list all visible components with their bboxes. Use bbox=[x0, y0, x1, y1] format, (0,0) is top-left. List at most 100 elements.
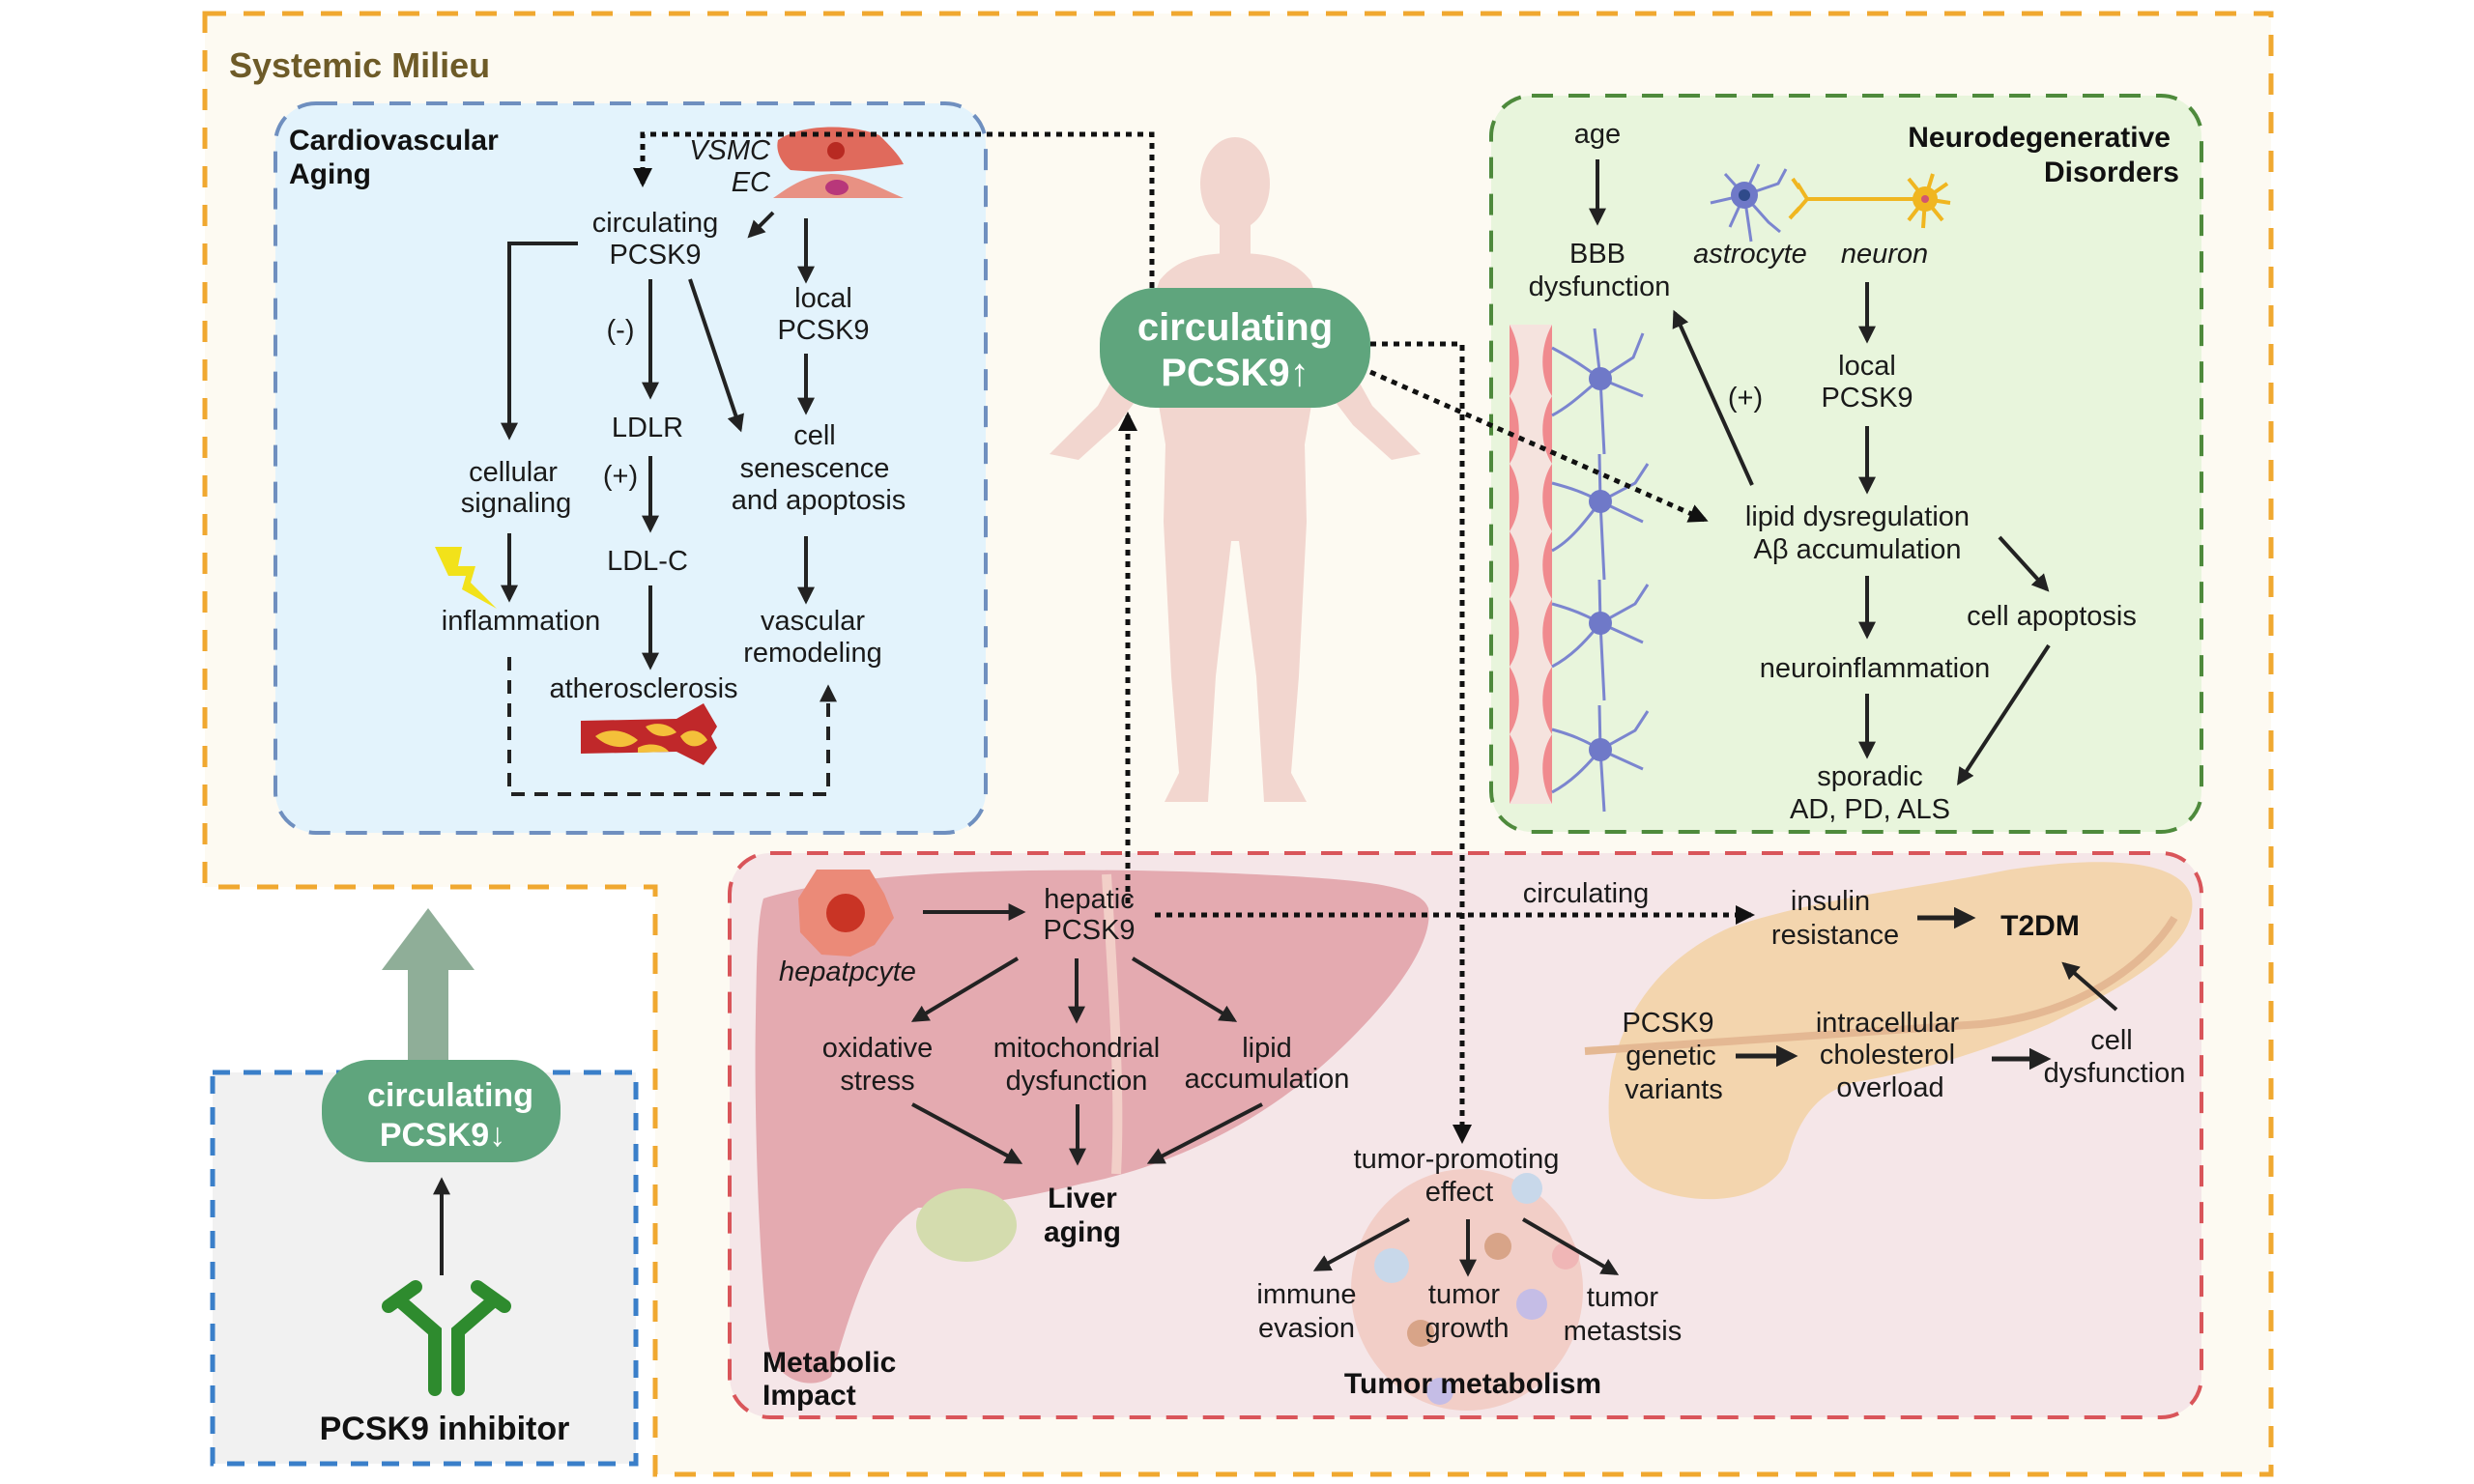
ec-to-circulating-arrow bbox=[747, 211, 775, 239]
minus-sign-label: (-) bbox=[607, 315, 635, 346]
cv-local-pcsk9-label: PCSK9 bbox=[777, 315, 869, 346]
celldys-dysfunction-label: dysfunction bbox=[2044, 1058, 2186, 1089]
pancreas-icon bbox=[1584, 862, 2193, 1200]
cell-apoptosis-label: cell apoptosis bbox=[1967, 601, 2137, 632]
mitochondrial-label: mitochondrial bbox=[993, 1033, 1160, 1064]
bbb-dysfunction-label: dysfunction bbox=[1529, 271, 1671, 302]
cv-circulating-label: circulating bbox=[592, 208, 719, 239]
astrocyte-cell-bodies bbox=[1589, 367, 1612, 761]
metabolic-impact-panel: hepatpcyte hepatic PCSK9 oxidative stres… bbox=[728, 851, 2203, 1419]
inhibitor-pill-pcsk9-down-label: PCSK9↓ bbox=[380, 1117, 505, 1154]
circulating-pcsk9-down-badge bbox=[322, 1060, 561, 1162]
liver-aging-label: aging bbox=[1044, 1216, 1121, 1248]
ec-cell-icon bbox=[773, 174, 904, 198]
senescence-label: senescence bbox=[740, 453, 890, 484]
liver-icon bbox=[755, 870, 1429, 1384]
neuroinflammation-label: neuroinflammation bbox=[1760, 653, 1991, 684]
variants-pcsk9-label: PCSK9 bbox=[1622, 1008, 1713, 1039]
pcsk9-inhibitor-label: PCSK9 inhibitor bbox=[320, 1411, 570, 1447]
resistance-label: resistance bbox=[1771, 920, 1899, 951]
atherosclerosis-label: atherosclerosis bbox=[549, 673, 737, 704]
plus-sign-label: (+) bbox=[603, 461, 638, 492]
insulin-label: insulin bbox=[1791, 886, 1870, 917]
systemic-effect-up-arrow-icon bbox=[382, 908, 475, 1074]
celldys-cell-label: cell bbox=[2090, 1025, 2133, 1056]
t2dm-label: T2DM bbox=[2000, 910, 2080, 942]
mito-dysfunction-label: dysfunction bbox=[1006, 1066, 1148, 1097]
tumor-cluster-icon bbox=[1351, 1169, 1583, 1411]
sporadic-label: sporadic bbox=[1817, 761, 1923, 792]
hepatic-label: hepatic bbox=[1044, 884, 1135, 915]
lipid-accumulation-label: accumulation bbox=[1185, 1064, 1350, 1095]
lightning-icon bbox=[435, 547, 497, 609]
evasion-label: evasion bbox=[1258, 1313, 1355, 1344]
metabolic-title-line2: Impact bbox=[762, 1380, 856, 1412]
liver-label: Liver bbox=[1048, 1183, 1117, 1214]
vsmc-cell-icon bbox=[777, 127, 904, 172]
metabolic-circulating-label: circulating bbox=[1523, 878, 1650, 909]
antibody-icon bbox=[382, 1280, 511, 1396]
tumor-growth-tumor-label: tumor bbox=[1428, 1279, 1500, 1310]
and-apoptosis-label: and apoptosis bbox=[732, 485, 906, 516]
growth-label: growth bbox=[1424, 1313, 1509, 1344]
neurodegenerative-panel: Neurodegenerative Disorders age BBB dysf… bbox=[1489, 94, 2203, 834]
pill-to-cv-dotted-arrow bbox=[633, 131, 1155, 288]
circulating-to-senescence-arrow bbox=[688, 278, 744, 433]
tumor-metastasis-tumor-label: tumor bbox=[1587, 1282, 1658, 1313]
lipid-to-liver-arrow bbox=[1146, 1102, 1263, 1164]
systemic-milieu-title: Systemic Milieu bbox=[229, 45, 490, 85]
hepatic-to-lipid-arrow bbox=[1131, 956, 1238, 1022]
pill-pcsk9-up-label: PCSK9↑ bbox=[1161, 352, 1309, 394]
lipid-to-bbb-arrow bbox=[1672, 309, 1754, 486]
ldlr-label: LDLR bbox=[612, 413, 683, 443]
oxidative-to-liver-arrow bbox=[911, 1102, 1023, 1164]
lipid-to-apoptosis-arrow bbox=[1998, 535, 2050, 592]
inflammation-label: inflammation bbox=[442, 606, 600, 637]
ad-pd-als-label: AD, PD, ALS bbox=[1790, 794, 1950, 825]
effect-label: effect bbox=[1425, 1177, 1493, 1208]
cardiovascular-title-line1: Cardiovascular bbox=[289, 125, 499, 157]
remodeling-label: remodeling bbox=[743, 638, 881, 669]
metabolic-title-line1: Metabolic bbox=[762, 1347, 896, 1379]
cholesterol-label: cholesterol bbox=[1820, 1040, 1955, 1070]
genetic-label: genetic bbox=[1625, 1041, 1716, 1071]
cellular-label: cellular bbox=[469, 457, 558, 488]
metastasis-label: metastsis bbox=[1564, 1316, 1682, 1347]
neuro-plus-label: (+) bbox=[1728, 383, 1763, 414]
hepatic-pcsk9-label: PCSK9 bbox=[1043, 915, 1135, 946]
overload-label: overload bbox=[1836, 1072, 1943, 1103]
cell-label: cell bbox=[793, 420, 836, 451]
abeta-accumulation-label: Aβ accumulation bbox=[1754, 534, 1962, 565]
ldlc-label: LDL-C bbox=[607, 546, 688, 577]
age-label: age bbox=[1574, 119, 1621, 150]
signaling-label: signaling bbox=[461, 488, 571, 519]
immune-label: immune bbox=[1256, 1279, 1356, 1310]
hepatic-to-oxidative-arrow bbox=[910, 956, 1020, 1022]
hepatocyte-icon bbox=[798, 870, 894, 956]
variants-label: variants bbox=[1625, 1074, 1723, 1105]
inhibitor-pill-circulating-label: circulating bbox=[367, 1077, 533, 1114]
astrocyte-icon bbox=[1710, 163, 1788, 243]
effect-to-immune-arrow bbox=[1312, 1217, 1410, 1271]
pcsk9-inhibitor-panel: circulating PCSK9↓ PCSK9 inhibitor bbox=[210, 908, 639, 1467]
lipid-dysregulation-label: lipid dysregulation bbox=[1745, 501, 1970, 532]
oxidative-label: oxidative bbox=[822, 1033, 933, 1064]
vsmc-label: VSMC bbox=[689, 135, 771, 166]
effect-to-metastasis-arrow bbox=[1521, 1217, 1620, 1275]
neuro-title-line1: Neurodegenerative bbox=[1908, 122, 2171, 154]
circulating-pcsk9-up-badge: circulating PCSK9↑ bbox=[1100, 288, 1370, 408]
tumor-promoting-label: tumor-promoting bbox=[1354, 1144, 1560, 1175]
neuron-label: neuron bbox=[1841, 239, 1928, 270]
cardiovascular-aging-panel: Cardiovascular Aging VSMC EC circulating… bbox=[273, 101, 988, 835]
astrocyte-label: astrocyte bbox=[1693, 239, 1807, 270]
neuro-title-line2: Disorders bbox=[2044, 157, 2179, 188]
ec-label: EC bbox=[732, 167, 771, 198]
lipid-label: lipid bbox=[1242, 1033, 1292, 1064]
cv-circulating-pcsk9-label: PCSK9 bbox=[609, 240, 701, 271]
stress-label: stress bbox=[840, 1066, 914, 1097]
pill-to-lipid-dotted-arrow bbox=[1368, 369, 1709, 523]
tumor-metabolism-title: Tumor metabolism bbox=[1344, 1368, 1601, 1400]
neuro-local-label: local bbox=[1838, 351, 1896, 382]
perivascular-astrocytes-icon bbox=[1551, 328, 1650, 813]
